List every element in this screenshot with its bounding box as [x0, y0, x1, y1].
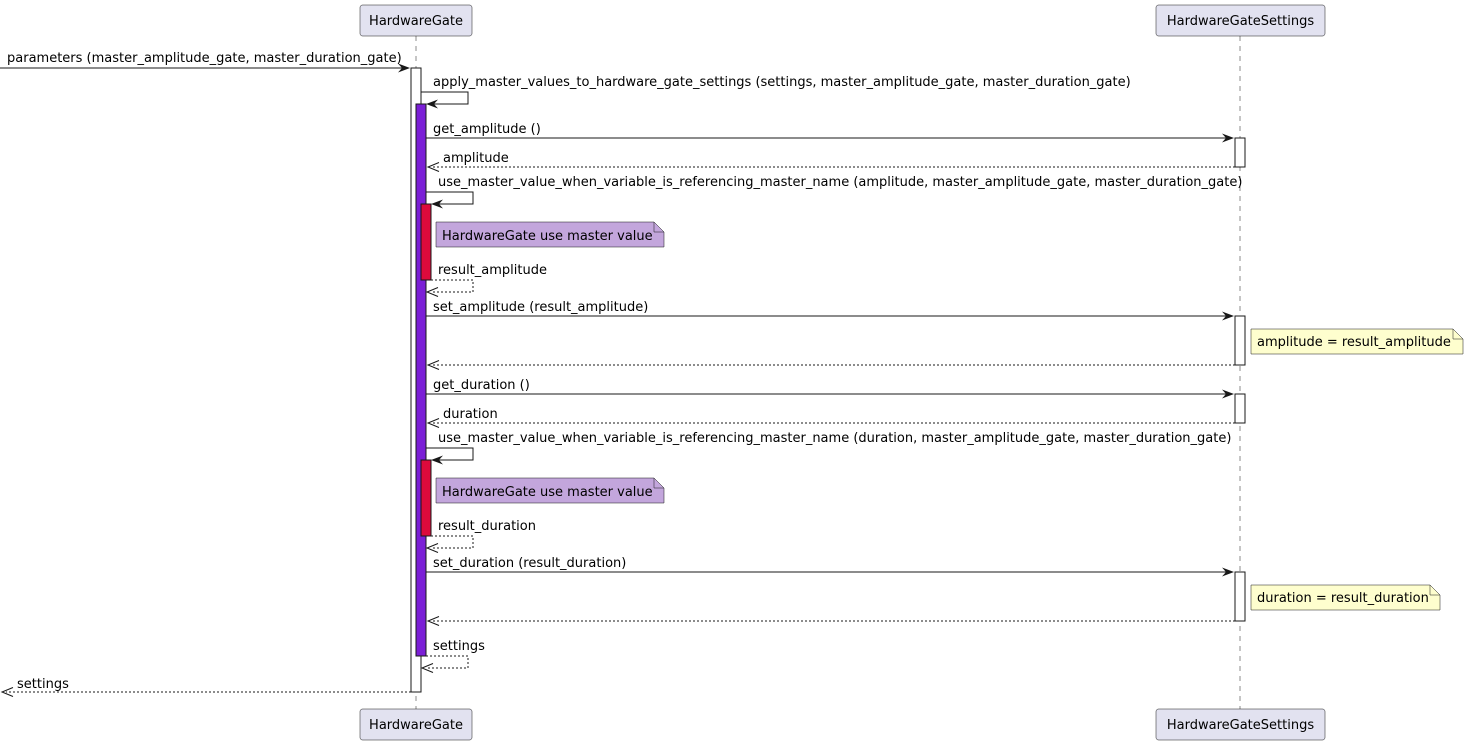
message-label: amplitude — [443, 151, 509, 166]
note-text: HardwareGate use master value — [442, 229, 653, 244]
message-use-master-amplitude: use_master_value_when_variable_is_refere… — [426, 175, 1242, 209]
message-result-amplitude: result_amplitude — [425, 263, 547, 297]
participant-hardware-gate-settings-top: HardwareGateSettings — [1155, 4, 1326, 37]
activation-settings-get-duration — [1234, 393, 1246, 424]
message-duration-return: duration — [426, 407, 1235, 428]
note-text: duration = result_duration — [1257, 591, 1429, 606]
message-result-duration: result_duration — [425, 519, 536, 553]
participant-label: HardwareGate — [369, 718, 463, 733]
message-label: result_amplitude — [438, 263, 547, 278]
message-settings-final-return: settings — [0, 677, 411, 697]
message-parameters: parameters (master_amplitude_gate, maste… — [0, 51, 410, 73]
participant-label: HardwareGate — [369, 14, 463, 29]
activation-settings-get-amplitude — [1234, 137, 1246, 168]
activation-settings-set-duration — [1234, 571, 1246, 622]
message-label: set_duration (result_duration) — [433, 556, 626, 571]
message-amplitude-return: amplitude — [426, 151, 1235, 172]
activation-gate-apply — [415, 103, 427, 657]
note-duration-assign: duration = result_duration — [1250, 584, 1441, 611]
participant-hardware-gate-settings-bottom: HardwareGateSettings — [1155, 708, 1326, 741]
message-get-amplitude: get_amplitude () — [426, 122, 1234, 143]
note-text: HardwareGate use master value — [442, 485, 653, 500]
message-label: use_master_value_when_variable_is_refere… — [438, 431, 1231, 446]
participant-label: HardwareGateSettings — [1167, 14, 1314, 29]
message-apply-master-values: apply_master_values_to_hardware_gate_set… — [421, 75, 1131, 109]
note-text: amplitude = result_amplitude — [1257, 335, 1451, 350]
message-label: parameters (master_amplitude_gate, maste… — [7, 51, 402, 66]
message-label: settings — [17, 677, 69, 692]
activation-gate-use-master-amplitude — [420, 203, 432, 281]
participant-label: HardwareGateSettings — [1167, 718, 1314, 733]
message-settings-self-return: settings — [420, 639, 485, 673]
note-amplitude-assign: amplitude = result_amplitude — [1250, 328, 1464, 355]
message-use-master-duration: use_master_value_when_variable_is_refere… — [426, 431, 1231, 465]
message-get-duration: get_duration () — [426, 378, 1234, 399]
message-set-duration-return — [426, 616, 1235, 626]
note-master-value-1: HardwareGate use master value — [435, 221, 665, 248]
participant-hardware-gate-bottom: HardwareGate — [359, 708, 473, 741]
participant-hardware-gate-top: HardwareGate — [359, 4, 473, 37]
message-label: get_amplitude () — [433, 122, 541, 137]
message-label: use_master_value_when_variable_is_refere… — [438, 175, 1242, 190]
message-set-amplitude-return — [426, 360, 1235, 370]
message-label: settings — [433, 639, 485, 654]
activation-settings-set-amplitude — [1234, 315, 1246, 366]
message-label: result_duration — [438, 519, 536, 534]
message-label: duration — [443, 407, 498, 422]
message-label: apply_master_values_to_hardware_gate_set… — [433, 75, 1131, 90]
message-set-duration: set_duration (result_duration) — [426, 556, 1234, 577]
message-set-amplitude: set_amplitude (result_amplitude) — [426, 300, 1234, 321]
message-label: get_duration () — [433, 378, 530, 393]
message-label: set_amplitude (result_amplitude) — [433, 300, 648, 315]
activation-gate-use-master-duration — [420, 459, 432, 537]
note-master-value-2: HardwareGate use master value — [435, 477, 665, 504]
